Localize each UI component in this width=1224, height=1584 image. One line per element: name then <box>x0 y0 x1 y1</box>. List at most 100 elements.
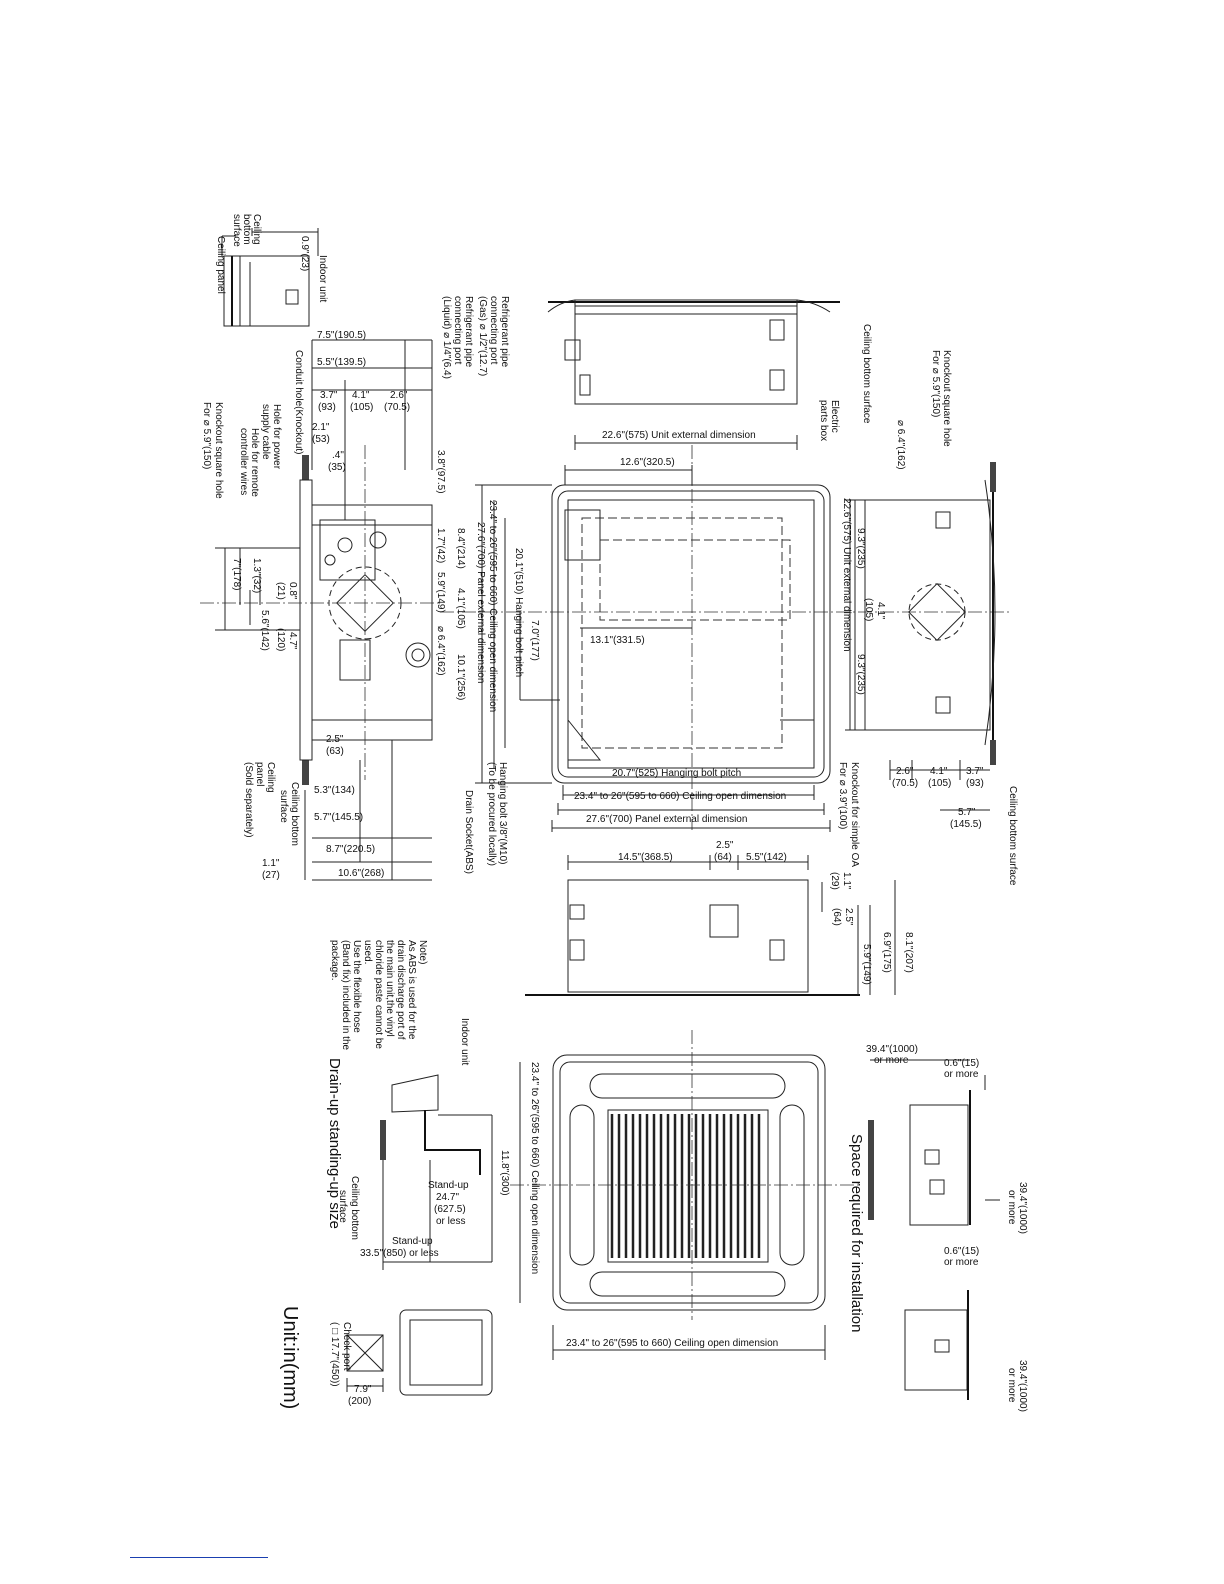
label-knockout-left-2: For ⌀ 5.9"(150) <box>201 402 212 469</box>
label-refrig-gas-3: (Gas) ⌀ 1/2"(12.7) <box>477 296 488 376</box>
front-view <box>547 299 840 450</box>
label-refrig-liq-2: connecting port <box>452 296 463 365</box>
label-refrig-liq-3: (Liquid) ⌀ 1/4"(6.4) <box>441 296 452 379</box>
ceiling-panel-detail <box>221 228 319 327</box>
dim-29-b: (29) <box>829 872 840 890</box>
dim-8-1-b: 8.1"(207) <box>903 932 914 973</box>
dim-8-7: 8.7"(220.5) <box>326 844 375 855</box>
label-ceiling-bottom-d2: surface <box>337 1190 348 1223</box>
label-knockout-oa-1: Knockout for simple OA <box>849 762 860 867</box>
dim-0-6-b: 0.6"(15) <box>944 1246 979 1257</box>
label-power-2: supply cable <box>260 404 271 460</box>
dim-2-1: 2.1" <box>312 422 330 433</box>
dim-39-4-b: 39.4"(1000) <box>1017 1182 1028 1234</box>
label-ceiling-panel-l1: Ceiling <box>265 762 276 793</box>
dim-35: (35) <box>328 462 346 473</box>
dim-3-7: 3.7" <box>320 390 338 401</box>
dim-1-7: 1.7"(42) <box>435 528 446 563</box>
dim-or-more-c: or more <box>1006 1190 1017 1225</box>
dim-13-1: 13.1"(331.5) <box>590 635 645 646</box>
dim-22-6-top: 22.6"(575) Unit external dimension <box>602 430 756 441</box>
note-6: Use the flexible hose <box>351 940 362 1033</box>
dim-3-8: 3.8"(97.5) <box>435 450 446 494</box>
dim-7-0: 7.0"(177) <box>529 620 540 661</box>
label-ceiling-panel-l2: panel <box>254 762 265 786</box>
label-hanging-bolt-2: (To be procured locally) <box>486 762 497 866</box>
dim-11-8: 11.8"(300) <box>499 1150 510 1196</box>
dim-8-4: 8.4"(214) <box>455 528 466 569</box>
label-surface: surface <box>231 214 242 247</box>
unit-label: Unit:in(mm) <box>279 1306 301 1409</box>
dim-21: (21) <box>275 582 286 600</box>
dim-or-more-d: or more <box>944 1257 979 1268</box>
dim-2-5-c: 2.5" <box>843 908 854 926</box>
dim-5-3: 5.3"(134) <box>314 785 355 796</box>
dim-2-6-r: 2.6" <box>896 766 914 777</box>
dim-4-1-105: 4.1"(105) <box>455 588 466 629</box>
dim-4-1: 4.1" <box>352 390 370 401</box>
dim-4-1-r: 4.1" <box>930 766 948 777</box>
label-ceiling-bottom-l1: Ceiling bottom <box>289 782 300 846</box>
dim-5-9: 5.9"(149) <box>435 572 446 613</box>
dim-7: 7"(178) <box>231 558 242 590</box>
dim-12-6: 12.6"(320.5) <box>620 457 675 468</box>
dim-105-r: (105) <box>928 778 951 789</box>
dim-6-9-b: 6.9"(175) <box>881 932 892 973</box>
dim-105: (105) <box>350 402 373 413</box>
note-7: (Band fix) included in the <box>340 940 351 1051</box>
label-ceiling-panel-small: Ceiling panel <box>215 236 226 294</box>
dim-0-6-a: 0.6"(15) <box>944 1058 979 1069</box>
label-knockout-top-2: For ⌀ 5.9"(150) <box>930 350 941 417</box>
dim-2-5-b: 2.5" <box>716 840 734 851</box>
label-ceiling: Ceiling <box>251 214 262 245</box>
dim-70-5: (70.5) <box>384 402 410 413</box>
space-required <box>868 1059 1000 1400</box>
label-power-1: Hole for power <box>271 404 282 470</box>
dim-or-more-b: or more <box>944 1069 979 1080</box>
dim-2-5: 2.5" <box>326 734 344 745</box>
dim-5-7: 5.7"(145.5) <box>314 812 363 823</box>
dim-23-4-v: 23.4" to 26"(595 to 660) Ceiling open di… <box>487 500 498 712</box>
dim-63: (63) <box>326 746 344 757</box>
label-ceiling-bottom-l2: surface <box>278 790 289 823</box>
left-side-view <box>200 339 440 881</box>
dim-27-6-h: 27.6"(700) Panel external dimension <box>586 814 747 825</box>
dim-0-4: .4" <box>332 450 344 461</box>
label-dia-top: ⌀ 6.4"(162) <box>895 420 906 470</box>
label-ceiling-bottom-right: Ceiling bottom surface <box>1007 786 1018 886</box>
dim-20-7: 20.7"(525) Hanging bolt pitch <box>612 768 741 779</box>
dim-dia-left: ⌀ 6.4"(162) <box>435 626 446 676</box>
dim-9-3-a: 9.3"(235) <box>855 528 866 569</box>
dim-7-5: 7.5"(190.5) <box>317 330 366 341</box>
dim-23-4-grille-h: 23.4" to 26"(595 to 660) Ceiling open di… <box>566 1338 778 1349</box>
label-bottom: bottom <box>241 214 252 245</box>
dim-standup-2: Stand-up <box>392 1236 433 1247</box>
dim-1-1-b: 1.1" <box>841 872 852 890</box>
dim-2-6: 2.6" <box>390 390 408 401</box>
drain-title: Drain-up standing-up size <box>326 1058 343 1229</box>
label-refrig-gas-2: connecting port <box>488 296 499 365</box>
dim-3-7-r: 3.7" <box>966 766 984 777</box>
label-knockout-left-1: Knockout square hole <box>213 402 224 499</box>
label-ceiling-panel-l3: (Sold separately) <box>243 762 254 838</box>
dim-7-9: 7.9" <box>354 1384 372 1395</box>
dim-0-9: 0.9"(23) <box>299 236 310 271</box>
dim-1-1: 1.1" <box>262 858 280 869</box>
dim-or-more-e: or more <box>1006 1368 1017 1403</box>
dim-or-more-a: or more <box>874 1055 909 1066</box>
dim-5-9-b: 5.9"(149) <box>861 944 872 985</box>
footer-rule <box>130 1557 268 1558</box>
dim-5-6: 5.6"(142) <box>259 610 270 651</box>
dimension-labels: Indoor unit 0.9"(23) Ceiling bottom surf… <box>201 214 1028 1412</box>
dim-4-7: 4.7" <box>287 632 298 650</box>
label-remote-2: controller wires <box>238 428 249 495</box>
dim-200: (200) <box>348 1396 371 1407</box>
dim-1-3: 1.3"(32) <box>251 558 262 593</box>
dim-14-5: 14.5"(368.5) <box>618 852 673 863</box>
right-side-view <box>845 462 996 811</box>
label-hanging-bolt-1: Hanging bolt 3/8"(M10) <box>497 762 508 865</box>
dim-5-7-r: 5.7" <box>958 807 976 818</box>
dim-standup-1: Stand-up <box>428 1180 469 1191</box>
label-check-port-1: Check port <box>341 1322 352 1371</box>
